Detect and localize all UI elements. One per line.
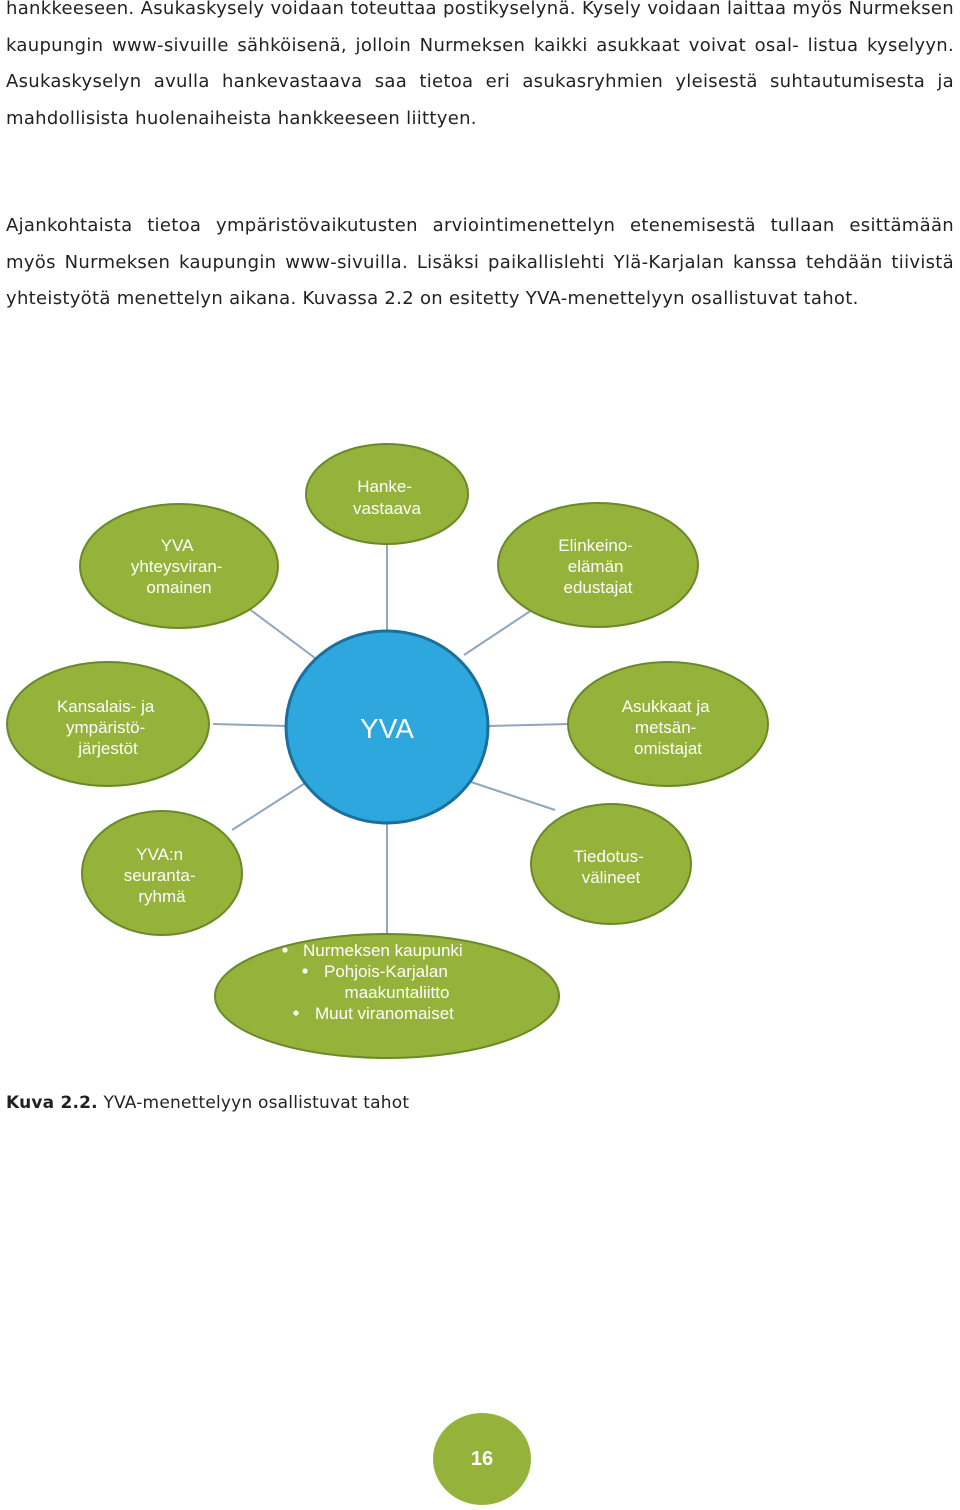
svg-text:Muut viranomaiset: Muut viranomaiset — [315, 1004, 454, 1023]
yva-stakeholder-diagram: YVA Hanke- vastaava YVA yhteysviran- oma… — [6, 443, 769, 1059]
svg-text:YVA yhteysviran- o: YVA yhteysviran- omainen — [131, 536, 227, 597]
body-paragraph-2: Ajankohtaista tietoa ympäristövaikutuste… — [6, 215, 954, 309]
node-kansalaisjarjestot: Kansalais- ja ympäristö- järjestöt — [6, 661, 210, 787]
svg-text:Kansalais- ja ympäristö-: Kansalais- ja ympäristö- järjestöt — [57, 697, 159, 758]
page-number: 16 — [470, 1447, 494, 1470]
svg-text:Elinkeino- elämän: Elinkeino- elämän edustajat — [558, 536, 637, 597]
svg-text:Asukkaat ja metsän-: Asukkaat ja metsän- omistajat — [622, 697, 715, 758]
center-label: YVA — [360, 713, 414, 744]
node-tiedotusvalineet: Tiedotus- välineet — [530, 803, 692, 925]
svg-text:Hanke- vastaava: Hanke- vastaava — [353, 477, 422, 518]
node-viranomaiset: Nurmeksen kaupunki Pohjois-Karjalan maak… — [214, 933, 560, 1059]
node-hankevastaava: Hanke- vastaava — [305, 443, 469, 545]
bullet-icon — [302, 968, 308, 974]
svg-text:Nurmeksen kaupunki: Nurmeksen kaupunki — [303, 941, 463, 960]
caption-text: YVA-menettelyyn osallistuvat tahot — [103, 1093, 410, 1113]
bullet-icon — [282, 947, 288, 953]
node-yhteysviranomainen: YVA yhteysviran- omainen — [79, 503, 279, 629]
page-number-badge: 16 — [433, 1413, 531, 1505]
node-elinkeinoelama: Elinkeino- elämän edustajat — [497, 502, 699, 628]
bullet-icon — [293, 1010, 299, 1016]
body-paragraph-1: hankkeeseen. Asukaskysely voidaan toteut… — [6, 0, 954, 129]
svg-text:maakuntaliitto: maakuntaliitto — [345, 983, 450, 1002]
caption-label: Kuva 2.2. — [6, 1093, 98, 1113]
svg-text:Tiedotus- välineet: Tiedotus- välineet — [574, 847, 649, 887]
node-seurantaryhma: YVA:n seuranta- ryhmä — [81, 810, 243, 936]
figure-caption: Kuva 2.2. YVA-menettelyyn osallistuvat t… — [6, 1093, 409, 1113]
svg-text:YVA:n seuranta- ry: YVA:n seuranta- ryhmä — [124, 845, 201, 906]
svg-text:Pohjois-Karjalan: Pohjois-Karjalan — [324, 962, 448, 981]
center-node: YVA — [284, 629, 490, 825]
node-asukkaat: Asukkaat ja metsän- omistajat — [567, 661, 769, 787]
